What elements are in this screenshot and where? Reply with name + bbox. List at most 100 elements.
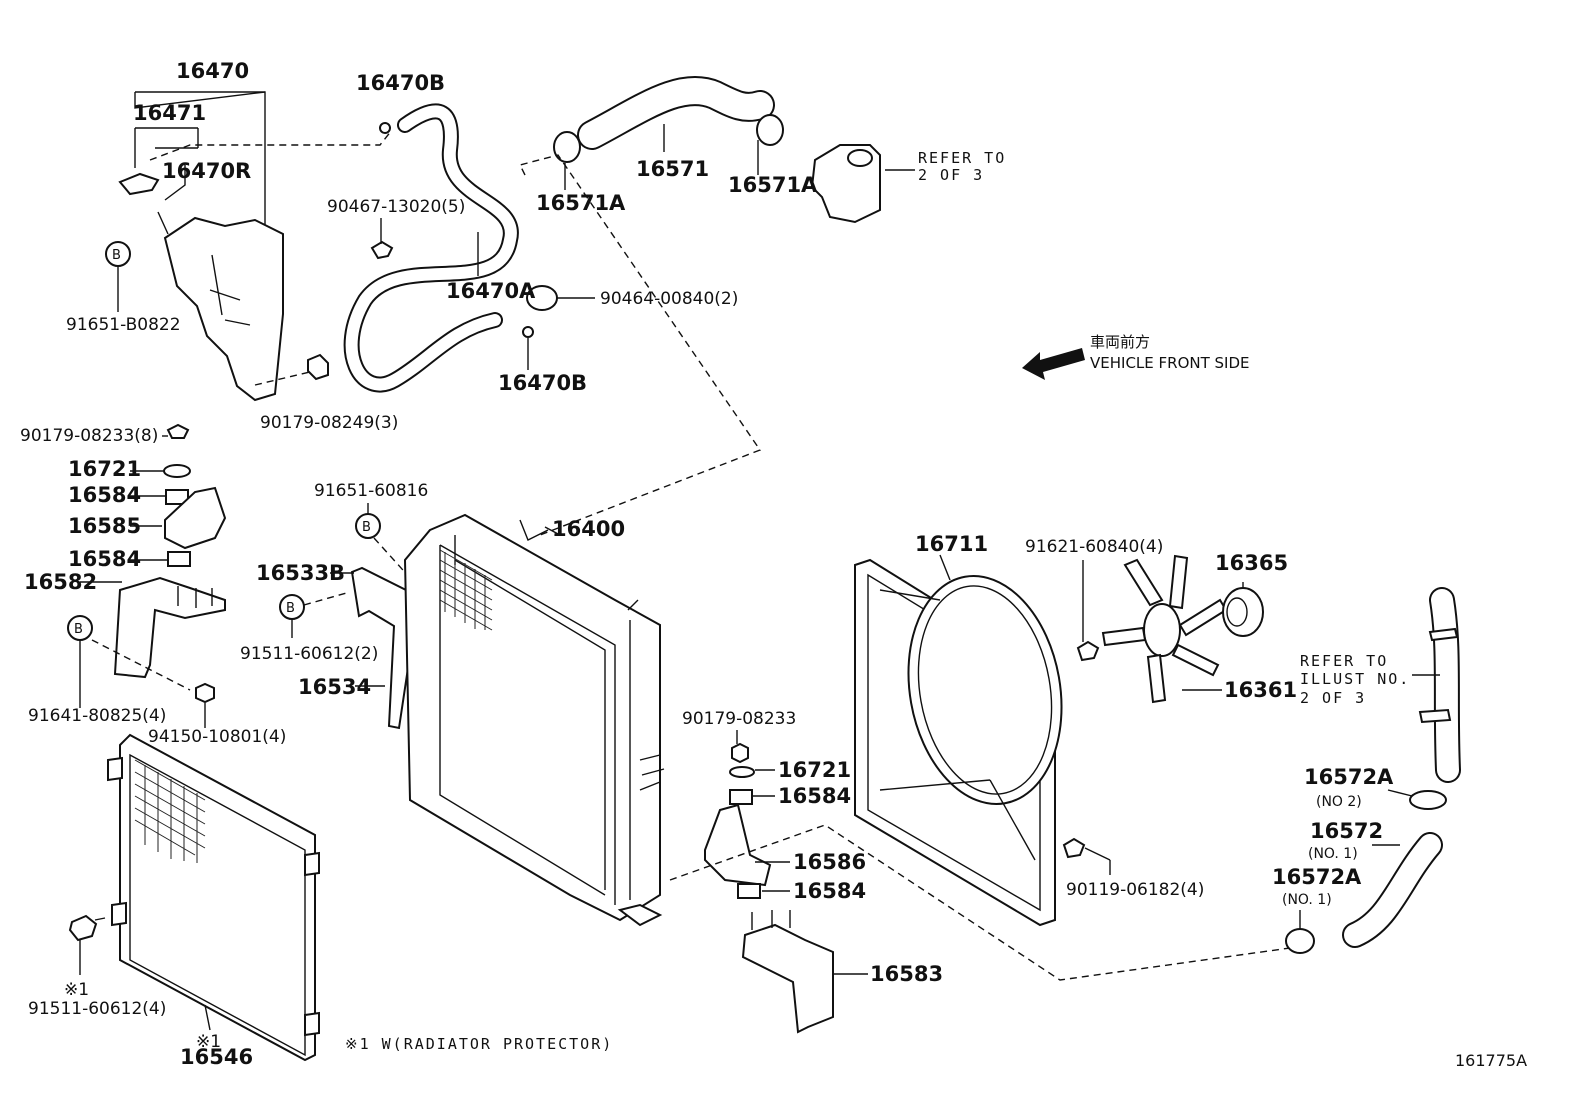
label-16721-right: 16721 <box>778 758 851 782</box>
clamp-16572a-no2 <box>1409 790 1447 810</box>
label-91651-b0822: 91651-B0822 <box>66 315 181 335</box>
label-90119-06182: 90119-06182(4) <box>1066 880 1204 900</box>
label-16572a-no1: 16572A <box>1272 865 1362 889</box>
label-91621-60840: 91621-60840(4) <box>1025 537 1163 557</box>
washer-16721-right <box>729 766 755 778</box>
label-16546: 16546 <box>180 1045 253 1069</box>
label-mark1-bottom: ※1 <box>196 1032 221 1052</box>
label-16585: 16585 <box>68 514 141 538</box>
fluid-coupling-16365 <box>1222 587 1264 637</box>
label-16586: 16586 <box>793 850 866 874</box>
radiator-protector-16546 <box>68 733 320 1062</box>
label-16572a-no2-sub: (NO 2) <box>1316 794 1362 810</box>
front-en-label: VEHICLE FRONT SIDE <box>1090 354 1250 372</box>
label-16470b-top: 16470B <box>356 71 445 95</box>
refer-top-line2: 2 OF 3 <box>918 166 984 184</box>
label-16721-left: 16721 <box>68 457 141 481</box>
lower-hose-group <box>1285 587 1461 954</box>
label-16571: 16571 <box>636 157 709 181</box>
nut-90179-08233 <box>731 742 749 764</box>
label-16534: 16534 <box>298 675 371 699</box>
reservoir-tank-group: B <box>105 91 393 402</box>
vehicle-front-arrow <box>1022 348 1085 380</box>
label-90467-13020: 90467-13020(5) <box>327 197 465 217</box>
clamp-90467 <box>370 240 394 260</box>
refer-top-line1: REFER TO <box>918 149 1006 167</box>
label-91511-60612-4: 91511-60612(4) <box>28 999 166 1019</box>
radiator-16400 <box>403 513 665 927</box>
washer-16721-left <box>163 464 191 478</box>
radiator-core-mesh <box>439 549 493 631</box>
label-16470a: 16470A <box>446 279 536 303</box>
footnote: ※1 W(RADIATOR PROTECTOR) <box>345 1035 613 1053</box>
cooling-fan-group <box>1076 554 1264 704</box>
label-16571a-left: 16571A <box>536 191 626 215</box>
label-mark1-left: ※1 <box>64 980 89 1000</box>
label-16584-a: 16584 <box>68 483 141 507</box>
label-94150-10801: 94150-10801(4) <box>148 727 286 747</box>
label-16470: 16470 <box>176 59 249 83</box>
reservoir-cap <box>118 172 160 196</box>
cushion-16584-d <box>737 883 761 899</box>
callout-letter-3: B <box>362 520 371 535</box>
label-90179-08233-8: 90179-08233(8) <box>20 426 158 446</box>
nut-90179-08233-8 <box>166 423 190 439</box>
label-16365: 16365 <box>1215 551 1288 575</box>
fan-shroud-16711 <box>854 554 1111 927</box>
label-16572-sub: (NO. 1) <box>1308 846 1358 862</box>
callout-letter-2: B <box>74 622 83 637</box>
reservoir-tank <box>163 216 284 402</box>
left-mount-group: B <box>67 423 227 728</box>
front-jp-label: 車両前方 <box>1090 333 1150 351</box>
label-90179-08233: 90179-08233 <box>682 709 796 729</box>
label-16400: 16400 <box>552 517 625 541</box>
clamp-16571a-left <box>553 131 581 163</box>
refer-right-line2: ILLUST NO. <box>1300 670 1410 688</box>
label-91651-60816: 91651-60816 <box>314 481 428 501</box>
diagram-notes: REFER TO 2 OF 3 車両前方 VEHICLE FRONT SIDE … <box>345 149 1527 1070</box>
label-90179-08249: 90179-08249(3) <box>260 413 398 433</box>
label-16470b-bottom: 16470B <box>498 371 587 395</box>
bracket-16583 <box>741 923 834 1034</box>
upper-hose-group <box>518 76 915 536</box>
clamp-16572a-no1 <box>1285 928 1315 954</box>
refer-right-line1: REFER TO <box>1300 652 1388 670</box>
label-16572a-no2: 16572A <box>1304 765 1394 789</box>
refer-right-line3: 2 OF 3 <box>1300 689 1366 707</box>
fan-16361 <box>1101 554 1228 704</box>
bracket-16585 <box>164 486 227 550</box>
clamp-16571a-right <box>756 114 784 146</box>
label-16583: 16583 <box>870 962 943 986</box>
front-arrow-icon <box>1022 348 1085 380</box>
bolt-90119-06182 <box>1062 837 1086 859</box>
clip-16470b-top <box>379 122 391 134</box>
label-16582: 16582 <box>24 570 97 594</box>
label-91641-80825: 91641-80825(4) <box>28 706 166 726</box>
bolt-91511-60612-4 <box>68 914 98 942</box>
label-16470r: 16470R <box>162 159 251 183</box>
cushion-16584-b <box>167 551 191 567</box>
bolt-91621-60840 <box>1076 640 1100 662</box>
overflow-hose-group <box>343 103 595 393</box>
nut-94150 <box>195 682 215 704</box>
callout-letter-4: B <box>286 601 295 616</box>
callout-letter: B <box>112 248 121 263</box>
label-16584-b: 16584 <box>68 547 141 571</box>
center-mount-group <box>669 730 1291 1034</box>
label-16584-c: 16584 <box>778 784 851 808</box>
clip-16470b-bottom <box>522 326 534 338</box>
label-16471: 16471 <box>133 101 206 125</box>
nut-90179-08249 <box>307 353 329 381</box>
part-labels: 16470 16471 16470R 16470B 90467-13020(5)… <box>20 59 1394 1069</box>
bracket-16582 <box>113 576 226 679</box>
label-16584-d: 16584 <box>793 879 866 903</box>
label-16711: 16711 <box>915 532 988 556</box>
label-16572a-no1-sub: (NO. 1) <box>1282 892 1332 908</box>
label-16361: 16361 <box>1224 678 1297 702</box>
label-16571a-right: 16571A <box>728 173 818 197</box>
illustration-id: 161775A <box>1455 1051 1527 1070</box>
label-16572: 16572 <box>1310 819 1383 843</box>
label-91511-60612-2: 91511-60612(2) <box>240 644 378 664</box>
label-16533b: 16533B <box>256 561 345 585</box>
